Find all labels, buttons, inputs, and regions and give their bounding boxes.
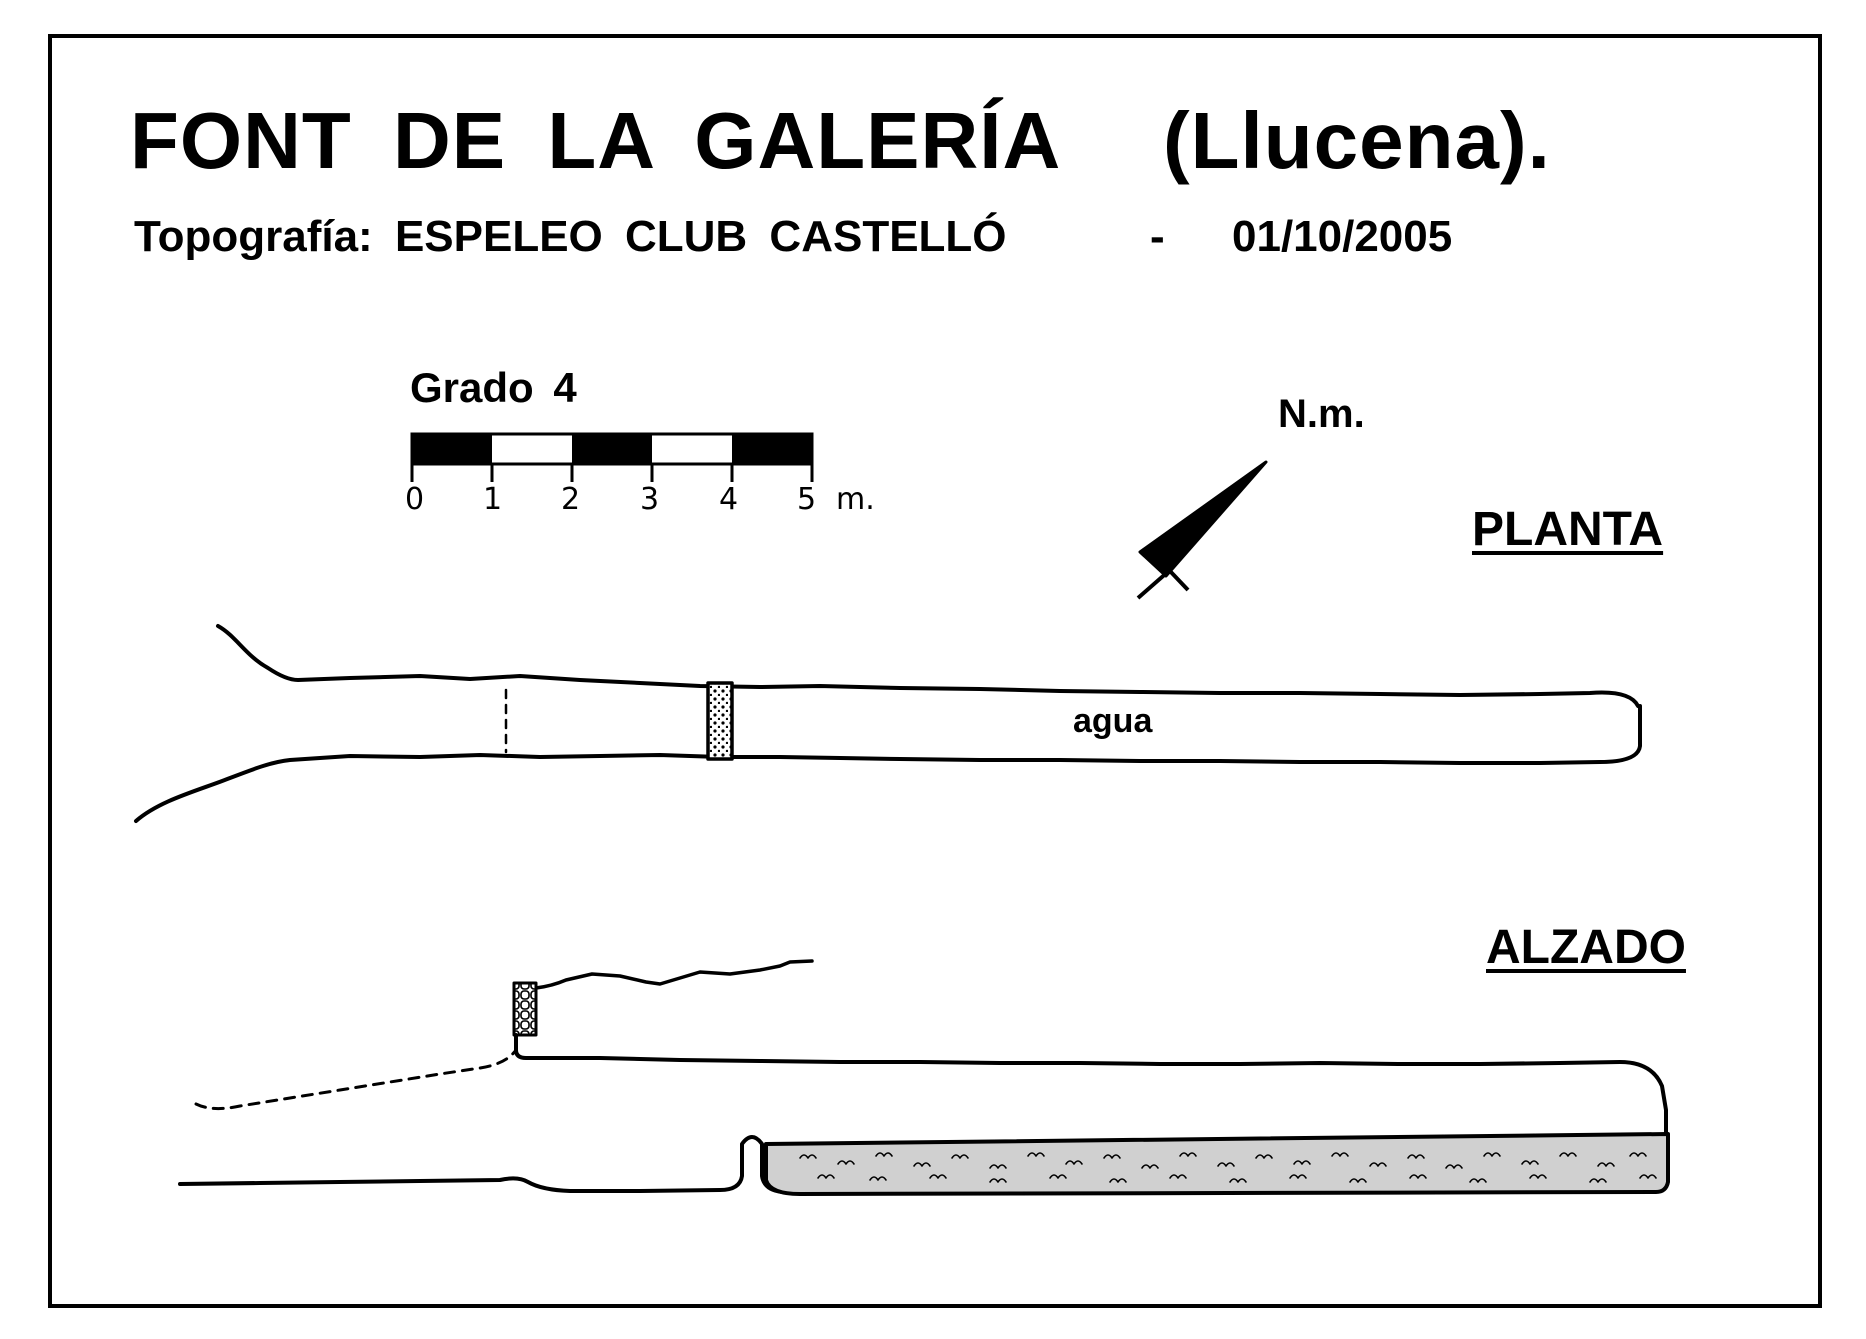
elevation-view [178, 959, 1670, 1196]
scale-unit: m. [836, 482, 875, 517]
elevation-dashed-slope [194, 1048, 518, 1111]
water-label: agua [1073, 702, 1153, 740]
map-title: FONT DE LA GALERÍA (Llucena). [130, 95, 1550, 187]
elevation-floor-entrance [178, 1135, 784, 1194]
cave-location: (Llucena). [1163, 96, 1551, 185]
scale-tick-3: 3 [640, 482, 660, 517]
plan-sediment-sump [706, 681, 734, 761]
survey-author: Topografía: ESPELEO CLUB CASTELLÓ [134, 212, 1007, 261]
drawing-frame [48, 34, 1822, 1308]
scale-segment-4-5 [732, 434, 812, 464]
scale-segment-2-3 [572, 434, 652, 464]
north-label: N.m. [1278, 392, 1365, 436]
scale-tick-5: 5 [797, 482, 817, 517]
elevation-surface-line [514, 959, 814, 990]
elevation-ceiling [514, 1033, 1668, 1136]
scale-bar [410, 432, 814, 482]
scale-tick-1: 1 [483, 482, 503, 517]
plan-view [134, 624, 1642, 823]
elevation-water-pool [764, 1132, 1670, 1196]
scale-segment-0-1 [412, 434, 492, 464]
scale-ticks [410, 464, 814, 482]
scale-tick-4: 4 [719, 482, 739, 517]
plan-section-label: PLANTA [1472, 503, 1664, 556]
water-ripple-marks [799, 1152, 1657, 1183]
scale-tick-0: 0 [405, 482, 425, 517]
survey-separator: - [1150, 212, 1165, 261]
north-arrow-icon [1136, 460, 1268, 600]
plan-lower-wall [134, 704, 1642, 823]
survey-date: 01/10/2005 [1232, 212, 1453, 261]
survey-grade: Grado 4 [410, 364, 577, 411]
elevation-section-label: ALZADO [1486, 921, 1686, 974]
plan-upper-wall [216, 624, 1640, 708]
survey-credit: Topografía: ESPELEO CLUB CASTELLÓ - 01/1… [134, 212, 1452, 262]
elevation-boulder-blockage [512, 981, 538, 1037]
cave-name: FONT DE LA GALERÍA [130, 96, 1062, 185]
scale-tick-2: 2 [561, 482, 581, 517]
